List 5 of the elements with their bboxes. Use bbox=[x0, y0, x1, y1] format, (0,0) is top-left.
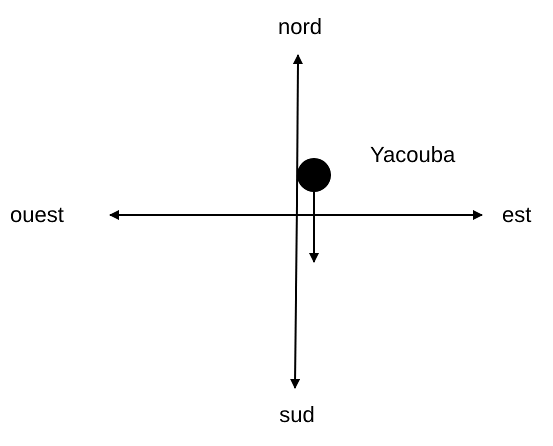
direction-label: est bbox=[502, 204, 532, 226]
direction-label: ouest bbox=[10, 204, 64, 226]
name-label: Yacouba bbox=[370, 144, 456, 166]
direction-label: nord bbox=[278, 16, 322, 38]
direction-label: sud bbox=[279, 404, 315, 426]
